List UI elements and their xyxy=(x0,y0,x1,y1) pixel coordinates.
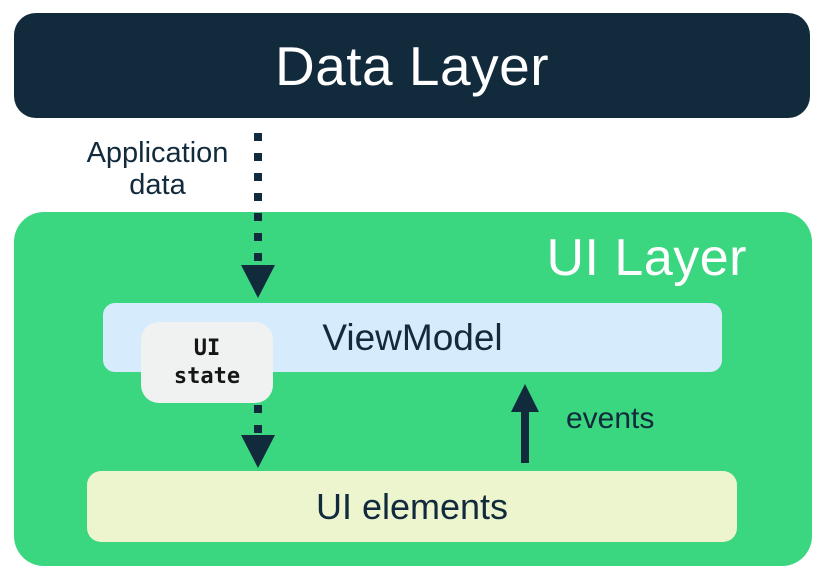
events-label: events xyxy=(566,402,655,435)
app-data-dotted-line xyxy=(254,133,262,261)
ui-state-box: UI state xyxy=(141,322,273,403)
data-layer-label: Data Layer xyxy=(274,34,550,97)
events-up-arrowhead-icon xyxy=(511,384,539,412)
application-data-line1: Application xyxy=(86,137,229,169)
application-data-label: Application data xyxy=(55,137,260,201)
ui-elements-label: UI elements xyxy=(315,485,509,527)
application-data-line2: data xyxy=(129,169,186,201)
events-arrow-shaft xyxy=(521,407,529,463)
ui-state-line2: state xyxy=(173,363,241,389)
ui-state-line1: UI xyxy=(193,335,221,361)
ui-state-down-arrowhead-icon xyxy=(241,435,275,468)
viewmodel-label: ViewModel xyxy=(322,316,503,358)
ui-elements-box: UI elements xyxy=(87,471,737,542)
data-layer-box: Data Layer xyxy=(14,13,810,118)
app-data-down-arrowhead-icon xyxy=(241,265,275,298)
ui-layer-label: UI Layer xyxy=(546,229,747,287)
ui-state-dotted-line xyxy=(254,405,262,436)
